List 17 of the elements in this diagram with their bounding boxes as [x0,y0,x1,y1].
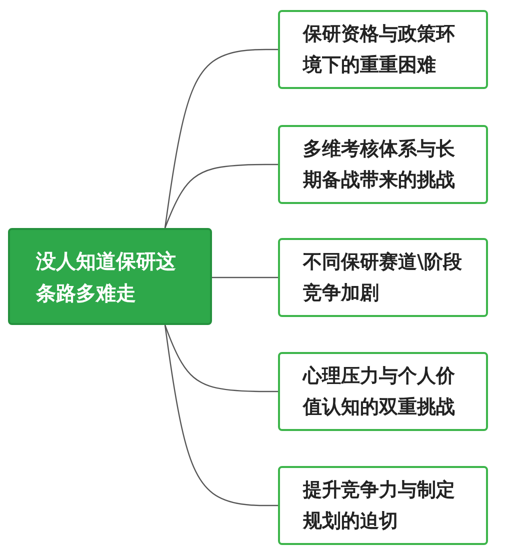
topic-text: 不同保研赛道\阶段竞争加剧 [303,250,463,306]
subtopic-box [278,10,488,89]
connector-line [164,164,278,228]
subtopic-box [278,466,488,545]
connector-line [164,48,278,228]
topic-text: 没人知道保研这条路多难走 [36,248,177,306]
root-topic-box [8,228,212,325]
connector-line [212,276,278,278]
subtopic-box [278,125,488,204]
connector-line [164,324,278,506]
topic-text: 心理压力与个人价值认知的双重挑战 [303,364,456,420]
subtopic-box [278,238,488,317]
topic-text: 提升竞争力与制定规划的迫切 [303,478,456,534]
topic-text: 保研资格与政策环境下的重重困难 [303,22,456,78]
connector-line [164,324,278,392]
subtopic-box [278,352,488,431]
topic-text: 多维考核体系与长期备战带来的挑战 [303,137,456,192]
